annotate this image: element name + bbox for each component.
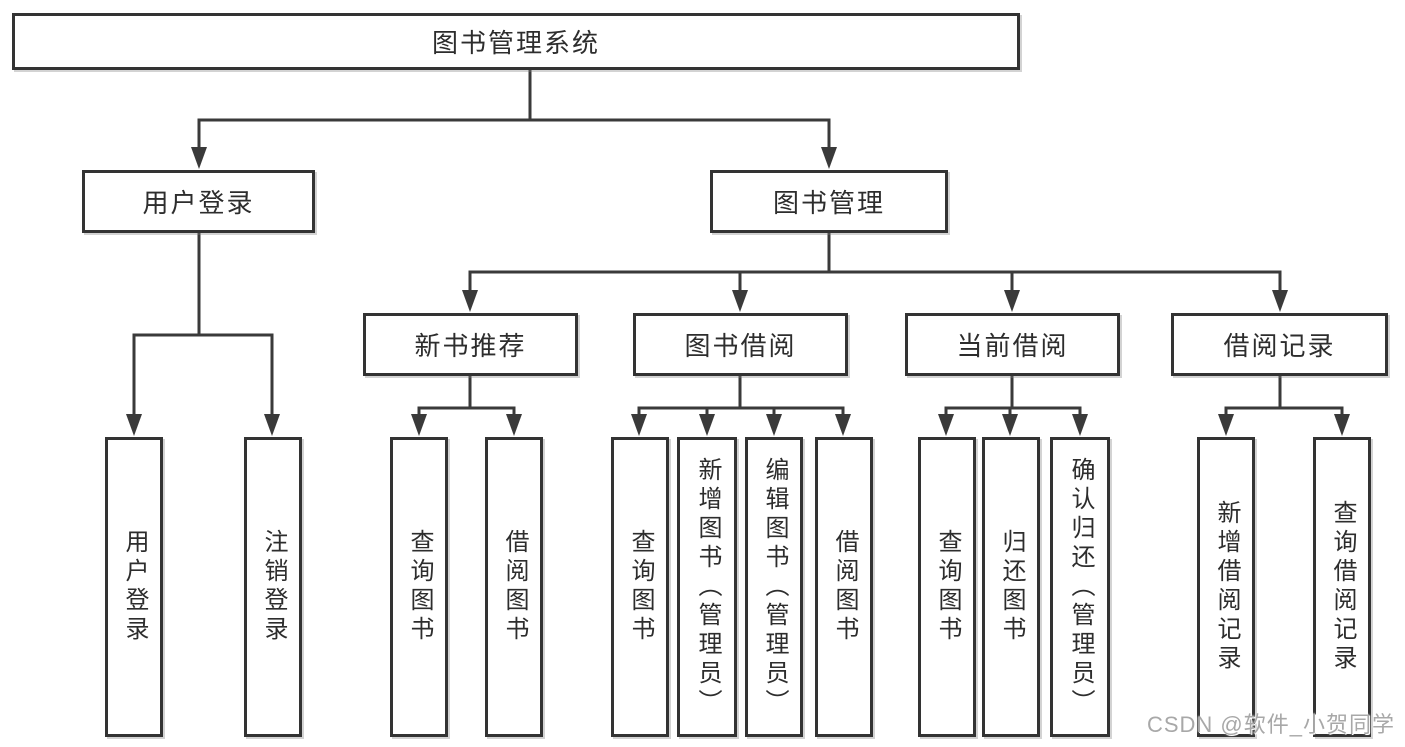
node-label: 新书推荐 — [414, 331, 527, 361]
node-label: 新增图书（管理员） — [694, 456, 721, 718]
leaf-logout: 注销登录 — [244, 437, 302, 737]
node-label: 图书管理 — [772, 188, 885, 218]
csdn-watermark: CSDN @软件_小贺同学 — [1146, 712, 1395, 737]
leaf-query-books-borrowing: 查询图书 — [611, 437, 669, 737]
node-book-borrowing: 图书借阅 — [633, 313, 848, 376]
node-current-borrowing: 当前借阅 — [905, 313, 1120, 376]
node-label: 归还图书 — [998, 529, 1025, 645]
leaf-edit-books-admin: 编辑图书（管理员） — [745, 437, 803, 737]
node-label: 查询图书 — [934, 529, 961, 645]
node-label: 查询图书 — [627, 529, 654, 645]
node-label: 编辑图书（管理员） — [761, 456, 788, 718]
leaf-borrow-books: 借阅图书 — [815, 437, 873, 737]
leaf-add-borrowing-record: 新增借阅记录 — [1197, 437, 1255, 737]
leaf-query-books-recommend: 查询图书 — [390, 437, 448, 737]
node-label: 确认归还（管理员） — [1067, 456, 1094, 718]
node-new-book-recommend: 新书推荐 — [363, 313, 578, 376]
node-borrowing-records: 借阅记录 — [1171, 313, 1388, 376]
node-label: 新增借阅记录 — [1213, 500, 1240, 674]
node-label: 查询图书 — [406, 529, 433, 645]
leaf-return-books: 归还图书 — [982, 437, 1040, 737]
node-label: 借阅记录 — [1223, 331, 1336, 361]
node-book-management: 图书管理 — [710, 170, 948, 233]
node-label: 用户登录 — [121, 529, 148, 645]
node-label: 当前借阅 — [956, 331, 1069, 361]
node-label: 查询借阅记录 — [1329, 500, 1356, 674]
leaf-query-borrowing-record: 查询借阅记录 — [1313, 437, 1371, 737]
leaf-user-login: 用户登录 — [105, 437, 163, 737]
leaf-add-books-admin: 新增图书（管理员） — [677, 437, 737, 737]
node-user-login: 用户登录 — [82, 170, 315, 233]
node-label: 图书借阅 — [684, 331, 797, 361]
leaf-query-books-current: 查询图书 — [918, 437, 976, 737]
leaf-confirm-return-admin: 确认归还（管理员） — [1050, 437, 1110, 737]
node-label: 图书管理系统 — [431, 28, 600, 58]
node-label: 借阅图书 — [501, 529, 528, 645]
node-label: 注销登录 — [260, 529, 287, 645]
leaf-borrow-books-recommend: 借阅图书 — [485, 437, 543, 737]
node-label: 借阅图书 — [831, 529, 858, 645]
node-library-management-system: 图书管理系统 — [12, 13, 1020, 70]
node-label: 用户登录 — [142, 188, 255, 218]
